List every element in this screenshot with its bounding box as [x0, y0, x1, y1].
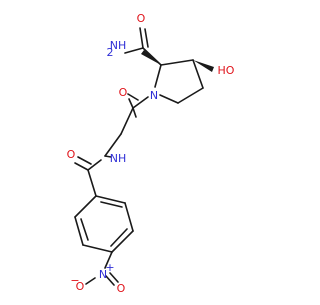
- atom-nitro-n: N: [99, 268, 107, 281]
- structure-svg: NH 2 O HO N O NH O N + O − O: [67, 12, 235, 295]
- atom-nitro-o-left: O: [76, 280, 85, 293]
- molecule-structure: NH 2 O HO N O NH O N + O − O: [67, 12, 235, 295]
- bond-nnitro-o-right: [105, 275, 115, 286]
- bond-ar2-ar3: [124, 202, 134, 232]
- bond-ch2-ch2: [104, 133, 122, 157]
- wedge-c4-oh: [193, 60, 214, 72]
- bond-nnitro-o-left: [85, 277, 96, 285]
- bond-ar-inner-3: [80, 218, 89, 241]
- atom-nitro-o-right: O: [117, 282, 126, 295]
- atom-ring-n: N: [150, 89, 158, 102]
- bond-ar4-ar5: [82, 244, 113, 253]
- bond-cbenz-o-1: [74, 162, 89, 171]
- bonds: [74, 27, 204, 286]
- bond-ar-inner-1: [100, 201, 123, 208]
- bond-c5-n1: [159, 94, 179, 104]
- bond-n1-c2: [154, 64, 162, 88]
- atom-nitro-o-left-charge: −: [70, 274, 79, 287]
- bond-camide-n: [124, 47, 144, 54]
- atom-labels: NH 2 O HO N O NH O N + O − O: [67, 12, 235, 295]
- atom-nitro-n-charge: +: [105, 261, 114, 274]
- bond-ar1-ar2: [95, 195, 126, 204]
- bond-cacyl-ch2: [120, 107, 134, 135]
- bond-n1-cacyl: [132, 96, 149, 109]
- bond-ar3-ar4: [111, 230, 134, 253]
- atom-hydroxyl: HO: [218, 64, 235, 77]
- bond-ch2-nh: [104, 155, 112, 158]
- bond-c4-c5: [177, 87, 204, 104]
- bond-ar5-ar6: [74, 216, 84, 246]
- bond-c2-c3: [160, 59, 194, 66]
- atom-amide-n-subscript: 2: [107, 46, 114, 59]
- bond-cbenz-o-2: [77, 156, 92, 165]
- atom-linker-nh: NH: [110, 152, 127, 165]
- atom-benzamide-o: O: [67, 148, 76, 161]
- bond-nh-cbenz: [87, 159, 102, 171]
- atom-amide-o: O: [137, 12, 146, 25]
- bond-ar4-nnitro: [104, 251, 113, 269]
- atom-acyl-o: O: [119, 86, 128, 99]
- wedge-c2-camide: [141, 50, 161, 65]
- bond-ar-inner-2: [110, 228, 128, 247]
- bond-c2-camide: [142, 47, 162, 66]
- atom-amide-n: NH: [110, 39, 127, 52]
- bond-camide-o-2: [144, 28, 149, 48]
- bond-ar6-ar1: [74, 195, 97, 218]
- bond-nnitro-o-right-2: [109, 272, 119, 283]
- bond-cbenz-ring: [87, 169, 97, 197]
- bond-cacyl-o-1: [128, 98, 134, 109]
- bond-cacyl-o-2: [132, 107, 137, 118]
- bond-camide-o-1: [139, 27, 144, 49]
- bond-cacyl-o-1b: [127, 93, 139, 101]
- bond-c3-c4: [192, 59, 204, 89]
